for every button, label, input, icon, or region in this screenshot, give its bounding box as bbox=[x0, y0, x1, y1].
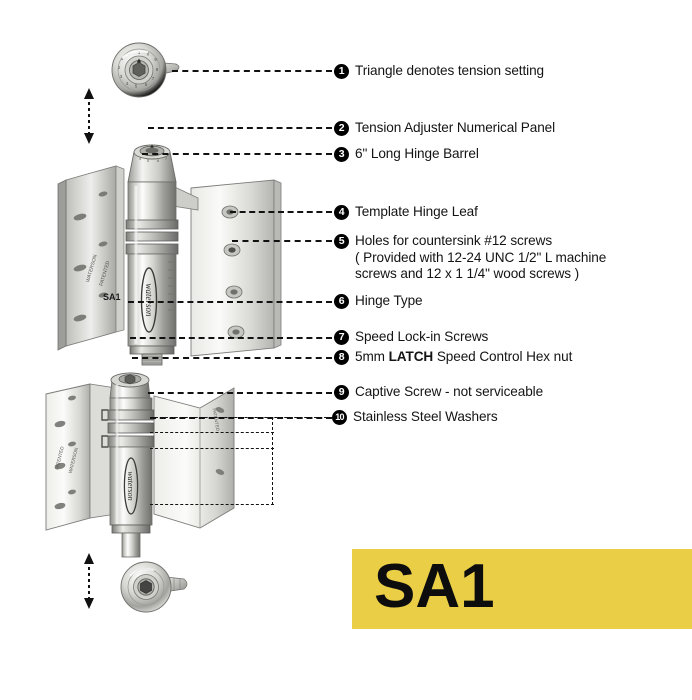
callout-1[interactable]: 1 Triangle denotes tension setting bbox=[334, 63, 544, 80]
callout-5-line-1: Holes for countersink #12 screws bbox=[355, 233, 553, 248]
callout-8-text-pre: 5mm bbox=[355, 349, 389, 364]
callout-4[interactable]: 4 Template Hinge Leaf bbox=[334, 204, 478, 221]
callout-6-bullet: 6 bbox=[334, 294, 349, 309]
callout-4-bullet: 4 bbox=[334, 205, 349, 220]
lower-hinge-assembly-illustration: PATENTED WATERSON PATENTED waterson bbox=[45, 372, 235, 558]
callout-2-bullet: 2 bbox=[334, 121, 349, 136]
svg-text:7: 7 bbox=[152, 76, 155, 81]
svg-text:PATENTED: PATENTED bbox=[212, 408, 221, 431]
svg-text:9: 9 bbox=[154, 57, 157, 62]
svg-text:WATERSON: WATERSON bbox=[68, 447, 79, 473]
svg-text:0: 0 bbox=[147, 52, 150, 57]
product-code-badge-label: SA1 bbox=[374, 552, 495, 621]
callout-9-label: Captive Screw - not serviceable bbox=[355, 384, 544, 399]
callout-8[interactable]: 8 5mm LATCH Speed Control Hex nut bbox=[334, 349, 572, 366]
leader-line-8 bbox=[132, 357, 332, 359]
callout-10[interactable]: 10 Stainless Steel Washers bbox=[332, 409, 498, 426]
callout-3-bullet: 3 bbox=[334, 147, 349, 162]
svg-text:6: 6 bbox=[145, 82, 148, 87]
washer-detail-line-c bbox=[150, 448, 274, 449]
callout-8-text-post: Speed Control Hex nut bbox=[433, 349, 573, 364]
tension-range-arrow-bottom bbox=[84, 553, 94, 609]
callout-9-bullet: 9 bbox=[334, 385, 349, 400]
leader-line-5 bbox=[232, 240, 332, 242]
leader-line-9 bbox=[148, 392, 332, 394]
svg-text:3: 3 bbox=[120, 74, 123, 79]
leader-line-10 bbox=[150, 417, 332, 419]
callout-8-label: 5mm LATCH Speed Control Hex nut bbox=[355, 349, 572, 366]
callout-8-bullet: 8 bbox=[334, 350, 349, 365]
callout-10-label: Stainless Steel Washers bbox=[353, 409, 498, 424]
callout-5-line-3: screws and 12 x 1 1/4" wood screws ) bbox=[355, 266, 580, 281]
washer-detail-line-a bbox=[150, 417, 332, 418]
svg-text:5: 5 bbox=[135, 84, 138, 89]
callout-2-label: Tension Adjuster Numerical Panel bbox=[355, 120, 556, 135]
callout-9[interactable]: 9 Captive Screw - not serviceable bbox=[334, 384, 543, 401]
svg-text:2: 2 bbox=[118, 65, 121, 70]
callout-8-text-bold: LATCH bbox=[388, 349, 434, 364]
hinge-leaf-code-label: SA1 bbox=[103, 292, 121, 302]
leader-line-4 bbox=[230, 211, 332, 213]
svg-text:4: 4 bbox=[126, 81, 129, 86]
leader-line-3 bbox=[142, 153, 332, 155]
svg-text:7: 7 bbox=[165, 157, 167, 161]
bottom-tension-dial-illustration bbox=[120, 561, 188, 613]
svg-text:4: 4 bbox=[139, 157, 141, 161]
callout-10-bullet: 10 bbox=[332, 410, 347, 425]
callout-1-label: Triangle denotes tension setting bbox=[355, 63, 544, 78]
callout-3-label: 6" Long Hinge Barrel bbox=[355, 146, 479, 161]
callout-4-label: Template Hinge Leaf bbox=[355, 204, 478, 219]
svg-text:waterson: waterson bbox=[126, 471, 135, 500]
leader-line-2 bbox=[148, 127, 332, 129]
callout-5-line-2: ( Provided with 12-24 UNC 1/2" L machine bbox=[355, 249, 607, 265]
washer-detail-line-b bbox=[150, 432, 274, 433]
svg-text:PATENTED: PATENTED bbox=[54, 445, 65, 470]
callout-1-bullet: 1 bbox=[334, 64, 349, 79]
callout-6[interactable]: 6 Hinge Type bbox=[334, 293, 423, 310]
callout-5-bullet: 5 bbox=[334, 234, 349, 249]
svg-text:5: 5 bbox=[147, 159, 149, 163]
callout-3[interactable]: 3 6" Long Hinge Barrel bbox=[334, 146, 479, 163]
callout-2[interactable]: 2 Tension Adjuster Numerical Panel bbox=[334, 120, 555, 137]
callout-7-label: Speed Lock-in Screws bbox=[355, 329, 489, 344]
callout-7[interactable]: 7 Speed Lock-in Screws bbox=[334, 329, 488, 346]
callout-5-label: Holes for countersink #12 screws ( Provi… bbox=[355, 233, 606, 283]
leader-line-1 bbox=[172, 70, 332, 72]
leader-line-7 bbox=[130, 337, 332, 339]
callout-6-label: Hinge Type bbox=[355, 293, 423, 308]
washer-detail-bracket bbox=[272, 417, 273, 505]
callout-5[interactable]: 5 Holes for countersink #12 screws ( Pro… bbox=[334, 233, 606, 283]
tension-range-arrow-top bbox=[84, 88, 94, 144]
washer-detail-line-d bbox=[150, 504, 274, 505]
svg-text:6: 6 bbox=[157, 159, 159, 163]
svg-text:8: 8 bbox=[156, 67, 159, 72]
svg-text:waterson: waterson bbox=[144, 283, 154, 317]
callout-7-bullet: 7 bbox=[334, 330, 349, 345]
leader-line-6 bbox=[128, 301, 332, 303]
svg-text:1: 1 bbox=[138, 50, 141, 55]
svg-text:1: 1 bbox=[121, 56, 124, 61]
product-code-badge: SA1 bbox=[352, 549, 692, 629]
